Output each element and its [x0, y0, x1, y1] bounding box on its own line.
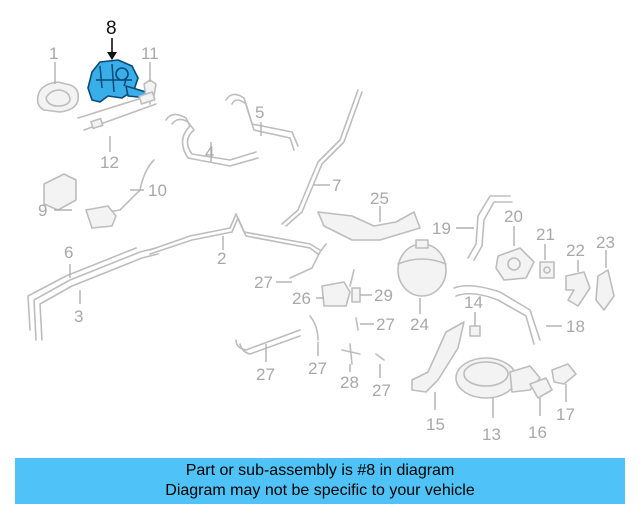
arrow-8-icon: [107, 52, 117, 60]
callout-24[interactable]: 24: [410, 315, 429, 334]
part-13-pump[interactable]: [455, 357, 541, 399]
part-10-valve[interactable]: [85, 159, 155, 229]
callout-23[interactable]: 23: [596, 233, 615, 252]
part-8-highlighted[interactable]: [87, 59, 149, 103]
part-9-bracket[interactable]: [43, 173, 77, 211]
callout-14[interactable]: 14: [464, 293, 483, 312]
callout-16[interactable]: 16: [528, 423, 547, 442]
callout-17[interactable]: 17: [556, 405, 575, 424]
callout-21[interactable]: 21: [536, 225, 555, 244]
callout-9[interactable]: 9: [38, 201, 47, 220]
callout-22[interactable]: 22: [566, 241, 585, 260]
callout-5[interactable]: 5: [255, 103, 264, 122]
part-21-gasket[interactable]: [539, 261, 555, 279]
callout-29[interactable]: 29: [374, 286, 393, 305]
part-20-valve[interactable]: [495, 247, 535, 281]
part-25-bracket[interactable]: [317, 211, 421, 241]
callout-7[interactable]: 7: [332, 176, 341, 195]
part-24-reservoir[interactable]: [397, 239, 447, 297]
part-26-valve[interactable]: [321, 269, 355, 307]
callout-3[interactable]: 3: [74, 307, 83, 326]
callout-1[interactable]: 1: [49, 44, 58, 63]
callout-25[interactable]: 25: [370, 189, 389, 208]
callout-6[interactable]: 6: [64, 243, 73, 262]
callout-11[interactable]: 11: [141, 44, 159, 63]
callout-2[interactable]: 2: [217, 249, 226, 268]
part-27-hose-a[interactable]: [289, 243, 327, 279]
part-16-fitting[interactable]: [529, 377, 553, 399]
part-12-sensor[interactable]: [77, 91, 157, 131]
part-15-bracket[interactable]: [411, 321, 465, 393]
part-1-clamp[interactable]: [36, 81, 80, 113]
callout-8[interactable]: 8: [106, 18, 117, 39]
part-5-pipe[interactable]: [225, 93, 299, 151]
callout-27c[interactable]: 27: [256, 365, 275, 384]
part-19-hose[interactable]: [467, 195, 513, 261]
info-banner: Part or sub-assembly is #8 in diagram Di…: [15, 458, 625, 504]
callout-20[interactable]: 20: [504, 207, 523, 226]
part-27-hose-d[interactable]: [309, 315, 319, 341]
callout-15[interactable]: 15: [426, 415, 445, 434]
part-17-fitting[interactable]: [551, 363, 577, 385]
part-28-tee[interactable]: [341, 343, 361, 365]
banner-line-1: Part or sub-assembly is #8 in diagram: [185, 462, 455, 479]
callout-27d[interactable]: 27: [308, 359, 327, 378]
callout-26[interactable]: 26: [292, 289, 311, 308]
part-29-fitting[interactable]: [351, 287, 361, 303]
part-3-line[interactable]: [27, 247, 159, 341]
part-14-fitting[interactable]: [469, 325, 481, 337]
callout-12[interactable]: 12: [100, 153, 119, 172]
part-27-hose-c[interactable]: [235, 329, 301, 355]
part-23-sensor[interactable]: [595, 269, 615, 311]
callout-13[interactable]: 13: [482, 425, 501, 444]
part-22-pipe[interactable]: [565, 271, 591, 307]
banner-line-2: Diagram may not be specific to your vehi…: [165, 482, 475, 499]
callout-18[interactable]: 18: [566, 317, 585, 336]
callout-27a[interactable]: 27: [254, 273, 273, 292]
part-18-hose[interactable]: [453, 284, 541, 345]
callout-27e[interactable]: 27: [372, 381, 391, 400]
part-2-line[interactable]: [149, 213, 321, 255]
part-4-hose[interactable]: [165, 113, 259, 167]
callout-4[interactable]: 4: [205, 143, 214, 162]
callout-28[interactable]: 28: [340, 373, 359, 392]
callout-27b[interactable]: 27: [376, 315, 395, 334]
callout-10[interactable]: 10: [148, 181, 167, 200]
part-7-pipe[interactable]: [281, 89, 363, 227]
part-27-clip-e[interactable]: [375, 353, 385, 361]
callout-19[interactable]: 19: [432, 219, 451, 238]
part-27-clip-b[interactable]: [355, 317, 359, 331]
